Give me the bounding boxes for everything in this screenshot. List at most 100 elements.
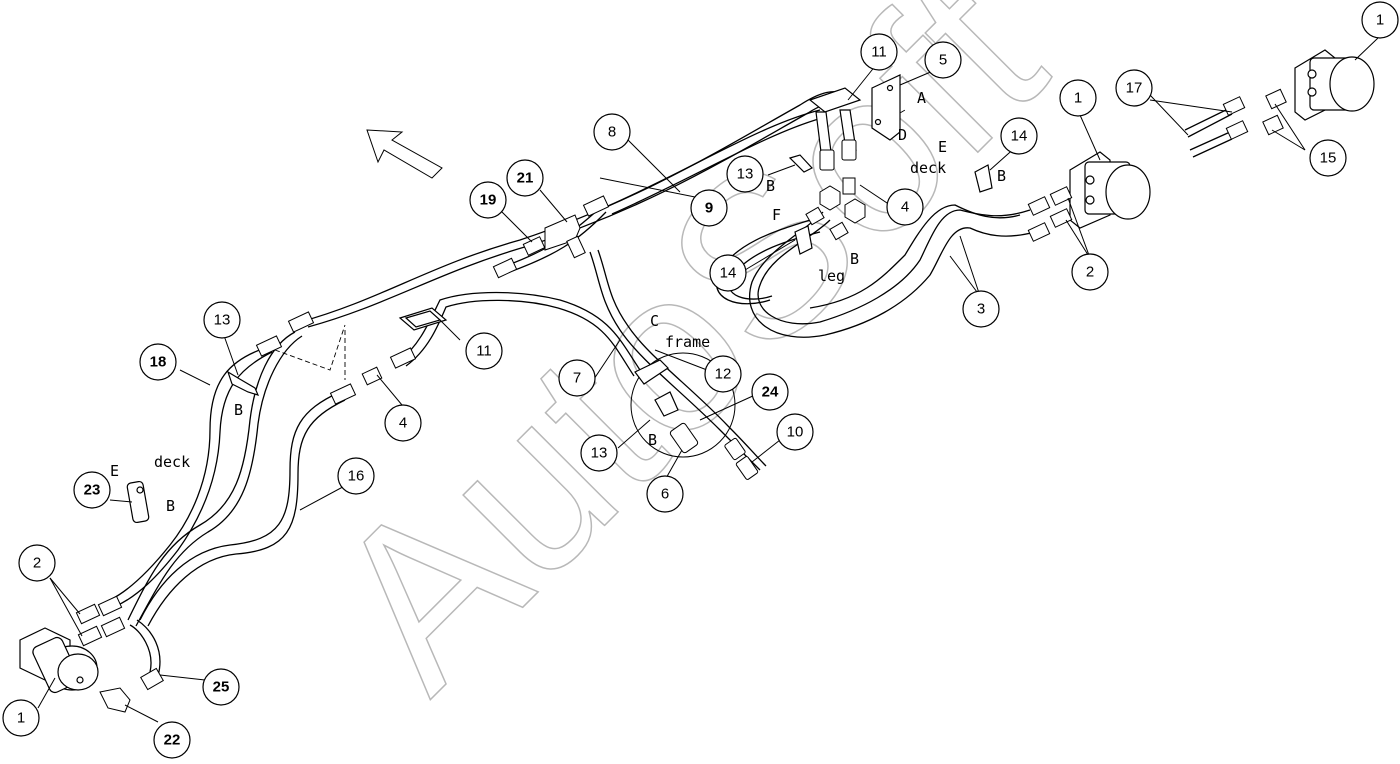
svg-text:9: 9 [705,200,713,217]
callout-13-mid: 13 [580,434,618,472]
callout-7: 7 [558,359,596,397]
svg-text:13: 13 [591,445,608,462]
letter-labels: deck E B B B B C frame F leg B A D E dec… [110,89,1006,515]
svg-text:3: 3 [977,301,985,318]
callout-4-top: 4 [886,188,924,226]
bracket-11-left [398,307,448,331]
motor-far-right [1294,49,1375,121]
callout-8: 8 [593,113,631,151]
callout-18: 18 [139,343,177,381]
callout-2-left: 2 [18,544,56,582]
svg-text:23: 23 [84,482,101,499]
direction-arrow-icon [366,129,443,179]
hose-17 [1184,88,1287,158]
clip-23 [126,480,150,524]
center-assembly [630,352,759,480]
callout-14-right: 14 [1000,117,1038,155]
clip-14-right [974,164,993,193]
callout-1-far-right: 1 [1361,1,1399,39]
svg-text:16: 16 [348,468,365,485]
svg-text:17: 17 [1126,80,1143,97]
svg-text:2: 2 [33,555,41,572]
svg-text:21: 21 [517,170,534,187]
svg-text:4: 4 [901,199,909,216]
callout-13-left: 13 [203,301,241,339]
svg-text:6: 6 [661,486,669,503]
svg-text:5: 5 [939,52,947,69]
callout-21: 21 [506,159,544,197]
svg-text:1: 1 [1074,90,1082,107]
clip-13-left [226,370,260,396]
svg-text:25: 25 [213,679,230,696]
callout-13-top: 13 [726,155,764,193]
callout-11-top: 11 [860,33,898,71]
hose-16 [139,291,641,627]
fittings-2-right [1027,186,1073,242]
svg-text:1: 1 [17,710,25,727]
callout-2-right: 2 [1071,253,1109,291]
label-e-left: E [110,462,119,480]
label-b-23: B [166,497,175,515]
callout-25: 25 [202,668,240,706]
svg-text:7: 7 [573,370,581,387]
callout-3: 3 [962,290,1000,328]
callout-1-left: 1 [2,699,40,737]
label-deck-left: deck [154,453,190,471]
hose-8-9 [299,91,849,328]
callout-16: 16 [337,457,375,495]
fittings-4-top [805,177,866,241]
callout-1-right: 1 [1059,79,1097,117]
label-d: D [898,126,907,144]
svg-text:10: 10 [787,424,804,441]
callout-17: 17 [1115,69,1153,107]
svg-text:4: 4 [399,415,407,432]
callout-6: 6 [646,475,684,513]
callout-11-left: 11 [465,332,503,370]
fittings-left [75,195,610,647]
svg-text:19: 19 [480,192,497,209]
leader-lines [37,37,1379,723]
label-leg: leg [818,267,845,285]
elbow-22-25 [99,619,164,713]
motor-left [19,627,99,694]
label-deck-right: deck [910,159,946,177]
label-b-leg: B [850,250,859,268]
svg-text:1: 1 [1376,12,1384,29]
callout-24: 24 [751,373,789,411]
bracket-11-top [808,87,862,171]
callout-14-left: 14 [709,254,747,292]
clip-14-left [794,225,813,255]
label-c: C [650,312,659,330]
svg-text:13: 13 [214,312,231,329]
hose-18 [109,331,303,627]
watermark-text: AutoSoft [283,0,1089,735]
bracket-5 [871,74,901,141]
label-frame: frame [665,333,710,351]
label-b-13-left: B [234,401,243,419]
svg-text:24: 24 [762,384,779,401]
callout-23: 23 [73,471,111,509]
svg-text:12: 12 [715,366,732,383]
svg-text:13: 13 [737,166,754,183]
label-b-14-right: B [997,167,1006,185]
svg-text:2: 2 [1086,264,1094,281]
watermark: AutoSoft [282,0,1089,735]
callout-10: 10 [776,413,814,451]
label-e-right: E [938,138,947,156]
label-b-13-top: B [766,177,775,195]
svg-text:8: 8 [608,124,616,141]
callout-9: 9 [690,189,728,227]
svg-text:14: 14 [1011,128,1028,145]
motor-right [1069,151,1151,229]
label-a: A [917,89,926,107]
label-b-13-mid: B [648,431,657,449]
svg-text:15: 15 [1320,150,1337,167]
svg-text:11: 11 [871,44,887,61]
svg-text:11: 11 [476,343,492,360]
dashed-leader [274,324,346,371]
callout-12: 12 [704,355,742,393]
callout-4-left: 4 [384,404,422,442]
